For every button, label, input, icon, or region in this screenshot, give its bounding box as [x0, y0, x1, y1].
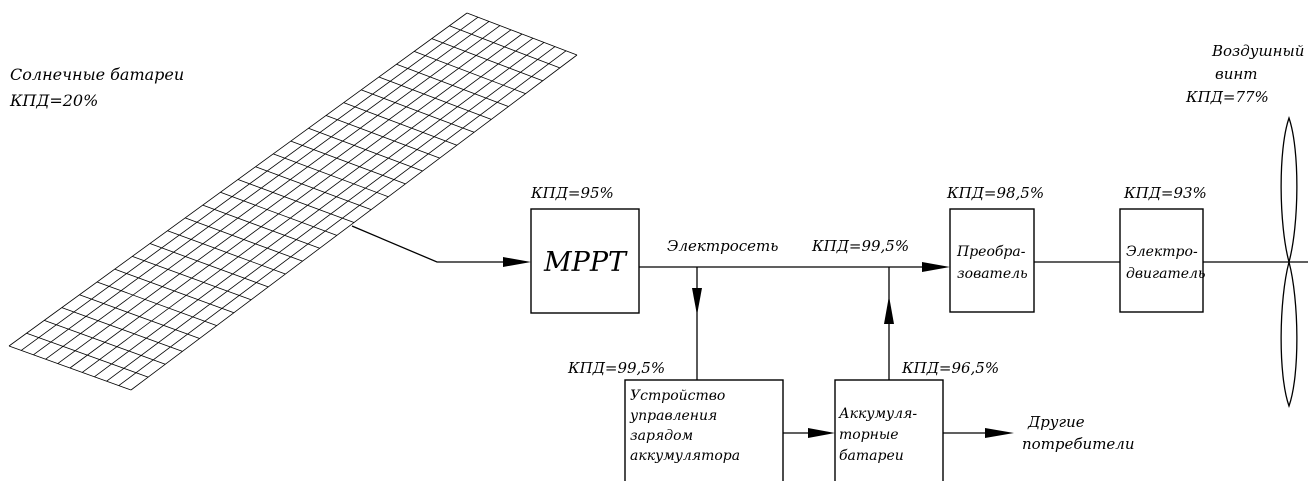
solar-panel-efficiency: КПД=20%: [9, 91, 98, 110]
other-consumers-line2: потребители: [1022, 435, 1135, 453]
solar-grid-line: [396, 63, 509, 107]
motor-efficiency: КПД=93%: [1123, 184, 1207, 202]
solar-grid-line: [26, 332, 149, 378]
solar-grid-line: [237, 179, 355, 223]
battery-label-line1: Аккумуля-: [838, 406, 917, 422]
solar-grid-line: [361, 89, 475, 133]
other-consumers-line1: Другие: [1027, 413, 1085, 431]
battery-box: [834, 379, 944, 481]
mppt-efficiency: КПД=95%: [530, 184, 614, 202]
bus-to-charger-arrow: [692, 288, 702, 315]
solar-grid-line: [273, 153, 389, 198]
charge-controller-label-line4: аккумулятора: [630, 448, 740, 464]
solar-grid-line: [414, 51, 526, 95]
converter-label-line1: Преобра-: [956, 244, 1026, 260]
solar-grid-line: [132, 255, 252, 301]
battery-label-line3: батареи: [839, 448, 904, 464]
solar-grid-line: [96, 281, 217, 326]
solar-grid-line: [308, 127, 423, 172]
solar-grid-line: [79, 294, 200, 339]
converter-efficiency: КПД=98,5%: [946, 184, 1044, 202]
solar-grid-line: [202, 204, 320, 249]
charger-to-battery-arrow: [808, 428, 835, 438]
solar-to-mppt-arrow: [503, 257, 531, 267]
solar-grid-line: [149, 243, 269, 288]
solar-grid-line: [220, 191, 337, 236]
charge-controller-label-line3: зарядом: [630, 428, 693, 444]
motor-box: [1119, 208, 1204, 313]
solar-grid-line: [8, 345, 132, 391]
motor-label-line2: двигатель: [1126, 266, 1206, 282]
solar-grid-line: [449, 25, 560, 69]
bus-to-converter-arrow: [922, 262, 950, 272]
power-bus-label: Электросеть: [667, 237, 778, 255]
solar-grid-line: [185, 217, 303, 262]
charge-controller-efficiency: КПД=99,5%: [567, 359, 665, 377]
solar-grid-line: [431, 38, 543, 82]
solar-grid-line: [114, 268, 235, 314]
solar-grid-line: [378, 76, 492, 120]
battery-label-line2: торные: [839, 427, 899, 443]
power-bus-efficiency: КПД=99,5%: [811, 237, 909, 255]
motor-label-line1: Электро-: [1126, 244, 1198, 260]
solar-grid-line: [343, 102, 458, 146]
solar-grid-line: [255, 166, 372, 210]
solar-grid-line: [325, 115, 440, 159]
battery-to-bus-arrow: [884, 296, 894, 324]
mppt-label: MPPT: [543, 247, 628, 278]
battery-to-consumers-arrow: [985, 428, 1014, 438]
solar-grid-line: [290, 140, 406, 185]
converter-label-line2: зователь: [957, 266, 1028, 282]
charge-controller-label-line1: Устройство: [630, 388, 725, 404]
propeller-efficiency: КПД=77%: [1185, 88, 1269, 106]
solar-panel-grid: [8, 12, 578, 391]
charge-controller-label-line2: управления: [629, 408, 717, 424]
battery-efficiency: КПД=96,5%: [901, 359, 999, 377]
solar-grid-line: [466, 12, 578, 56]
converter-box: [949, 208, 1035, 313]
solar-grid-line: [44, 320, 166, 365]
propeller-label-line1: Воздушный: [1211, 42, 1304, 60]
mppt-box: [530, 208, 640, 314]
propeller-icon: [1280, 115, 1298, 408]
propeller-label-line2: винт: [1215, 65, 1258, 83]
solar-to-mppt-wire: [351, 225, 503, 263]
solar-panel-title: Солнечные батареи: [10, 65, 184, 84]
solar-grid-line: [167, 230, 286, 275]
solar-grid-line: [61, 307, 183, 352]
